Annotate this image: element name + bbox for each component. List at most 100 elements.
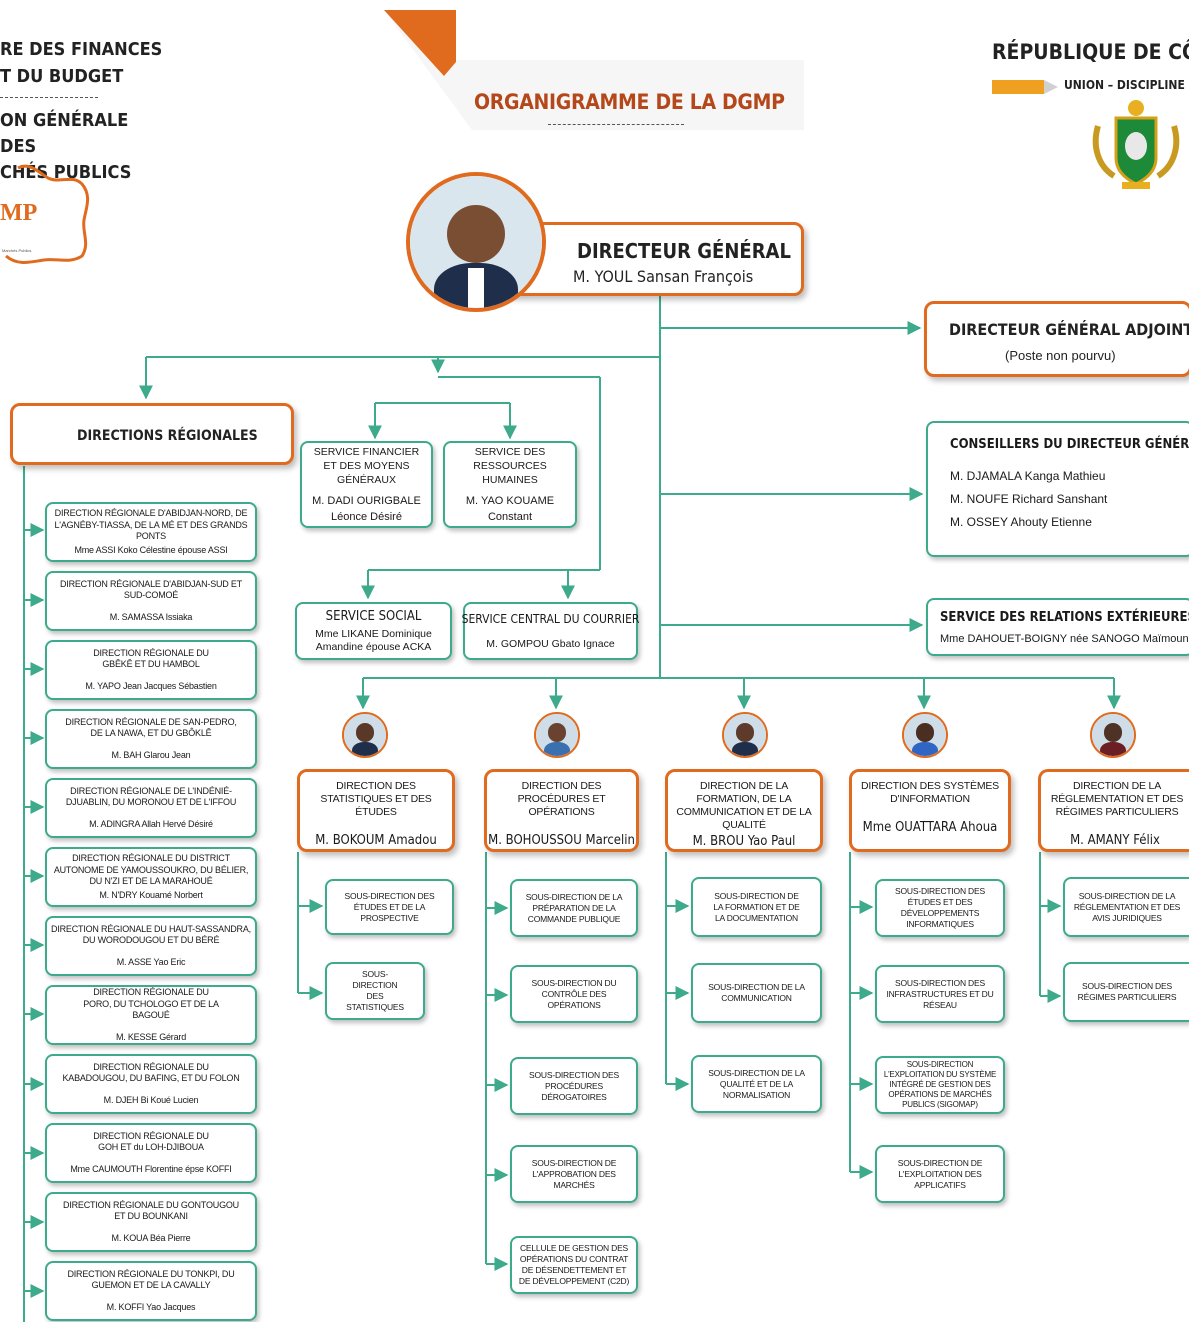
coat-of-arms-icon <box>1088 96 1184 194</box>
regional-director-name: M. YAPO Jean Jacques Sébastien <box>85 680 217 691</box>
sub-direction-4-2: SOUS-DIRECTION DES INFRASTRUCTURES ET DU… <box>875 965 1005 1023</box>
sub-direction-2-1: SOUS-DIRECTION DE LA PRÉPARATION DE LA C… <box>510 879 638 937</box>
direction-line-1: ON GÉNÉRALE DES <box>0 110 129 157</box>
regional-direction-title: DIRECTION RÉGIONALE DU GONTOUGOU ET DU B… <box>63 1199 239 1222</box>
dga-box: DIRECTEUR GÉNÉRAL ADJOINT (Poste non pou… <box>924 301 1189 377</box>
ministry-block: RE DES FINANCES T DU BUDGET <box>0 36 170 90</box>
sub-direction-2-5: CELLULE DE GESTION DES OPÉRATIONS DU CON… <box>510 1236 638 1294</box>
regional-direction-title: DIRECTION RÉGIONALE DU GOH ET du LOH-DJI… <box>93 1130 209 1153</box>
director-name: Mme OUATTARA Ahoua <box>862 820 998 835</box>
direction-box-5: DIRECTION DE LA RÉGLEMENTATION ET DES RÉ… <box>1038 769 1189 852</box>
sub-direction-label: SOUS-DIRECTION DE LA COMMUNICATION <box>708 982 805 1003</box>
sub-direction-1-1: SOUS-DIRECTION DES ÉTUDES ET DE LA PROSP… <box>325 879 454 935</box>
dg-photo <box>406 172 546 312</box>
regional-direction-title: DIRECTION RÉGIONALE DU PORO, DU TCHOLOGO… <box>83 987 219 1020</box>
service-financier-box: SERVICE FINANCIER ET DES MOYENS GÉNÉRAUX… <box>300 441 433 528</box>
director-photo-2 <box>534 712 580 758</box>
regional-direction-title: DIRECTION RÉGIONALE DU GBÊKÊ ET DU HAMBO… <box>93 647 209 670</box>
sub-direction-label: SOUS-DIRECTION DE LA PRÉPARATION DE LA C… <box>525 891 623 924</box>
director-name: M. AMANY Félix <box>1070 833 1160 848</box>
direction-box-2: DIRECTION DES PROCÉDURES ET OPÉRATIONS M… <box>484 769 639 852</box>
sub-direction-label: SOUS-DIRECTION DE L'APPROBATION DES MARC… <box>531 1157 617 1190</box>
sub-direction-label: SOUS-DIRECTION DES PROCÉDURES DÉROGATOIR… <box>529 1069 619 1102</box>
relations-name: Mme DAHOUET-BOIGNY née SANOGO Maïmounata <box>940 632 1189 645</box>
regional-direction-2: DIRECTION RÉGIONALE D'ABIDJAN-SUD ET SUD… <box>45 571 257 631</box>
ministry-divider <box>0 97 98 98</box>
conseiller-3: M. OSSEY Ahouty Etienne <box>950 515 1092 529</box>
regional-direction-title: DIRECTION RÉGIONALE DU TONKPI, DU GUEMON… <box>67 1268 235 1291</box>
photo-suit <box>911 741 939 756</box>
service-courrier-name: M. GOMPOU Gbato Ignace <box>486 638 615 650</box>
dgmp-logo: MP Marchés Publics <box>0 160 95 270</box>
photo-suit <box>351 741 379 756</box>
sub-direction-2-4: SOUS-DIRECTION DE L'APPROBATION DES MARC… <box>510 1145 638 1203</box>
direction-title: DIRECTION DES SYSTÈMES D'INFORMATION <box>861 780 999 805</box>
regional-director-name: Mme CAUMOUTH Florentine épse KOFFI <box>70 1163 232 1174</box>
relations-box: SERVICE DES RELATIONS EXTÉRIEURES Mme DA… <box>926 598 1189 656</box>
regional-direction-10: DIRECTION RÉGIONALE DU GOH ET du LOH-DJI… <box>45 1123 257 1183</box>
motto-bar <box>992 80 1044 94</box>
sub-direction-3-1: SOUS-DIRECTION DE LA FORMATION ET DE LA … <box>691 877 822 937</box>
ministry-line-2: T DU BUDGET <box>0 66 124 87</box>
photo-face <box>1103 723 1123 742</box>
regional-direction-8: DIRECTION RÉGIONALE DU PORO, DU TCHOLOGO… <box>45 985 257 1045</box>
photo-suit <box>543 741 571 756</box>
regional-director-name: Mme ASSI Koko Célestine épouse ASSI <box>74 544 228 555</box>
sub-direction-2-3: SOUS-DIRECTION DES PROCÉDURES DÉROGATOIR… <box>510 1057 638 1115</box>
sub-direction-label: CELLULE DE GESTION DES OPÉRATIONS DU CON… <box>518 1243 630 1286</box>
director-photo-3 <box>722 712 768 758</box>
director-photo-5 <box>1090 712 1136 758</box>
direction-title: DIRECTION DES STATISTIQUES ET DES ÉTUDES <box>320 780 432 818</box>
regionales-header-box: DIRECTIONS RÉGIONALES <box>10 403 294 465</box>
service-financier-name: M. DADI OURIGBALE Léonce Désiré <box>312 494 421 523</box>
motto-arrow-icon <box>1044 80 1058 94</box>
sub-direction-label: SOUS-DIRECTION DES RÉGIMES PARTICULIERS <box>1077 981 1177 1002</box>
director-photo-1 <box>342 712 388 758</box>
ministry-line-1: RE DES FINANCES <box>0 39 163 60</box>
regional-direction-3: DIRECTION RÉGIONALE DU GBÊKÊ ET DU HAMBO… <box>45 640 257 700</box>
direction-box-3: DIRECTION DE LA FORMATION, DE LA COMMUNI… <box>665 769 823 852</box>
sub-direction-2-2: SOUS-DIRECTION DU CONTRÔLE DES OPÉRATION… <box>510 965 638 1023</box>
regional-direction-title: DIRECTION RÉGIONALE DU KABADOUGOU, DU BA… <box>62 1061 240 1084</box>
dg-title: DIRECTEUR GÉNÉRAL <box>577 239 791 263</box>
direction-title: DIRECTION DE LA RÉGLEMENTATION ET DES RÉ… <box>1050 780 1184 818</box>
regional-direction-7: DIRECTION RÉGIONALE DU HAUT-SASSANDRA, D… <box>45 916 257 976</box>
dga-title: DIRECTEUR GÉNÉRAL ADJOINT <box>949 320 1189 339</box>
regional-direction-title: DIRECTION RÉGIONALE DU DISTRICT AUTONOME… <box>53 853 249 886</box>
service-courrier-title: SERVICE CENTRAL DU COURRIER <box>461 612 640 626</box>
coat-of-arms-drawing <box>1092 100 1180 189</box>
logo-small-text: Marchés Publics <box>2 248 32 253</box>
regional-direction-5: DIRECTION RÉGIONALE DE L'INDÉNIÉ-DJUABLI… <box>45 778 257 838</box>
regionales-title: DIRECTIONS RÉGIONALES <box>77 428 258 444</box>
page-title: ORGANIGRAMME DE LA DGMP <box>474 90 785 114</box>
republic-title: RÉPUBLIQUE DE CÔT <box>992 40 1189 64</box>
direction-title: DIRECTION DE LA FORMATION, DE LA COMMUNI… <box>676 780 812 831</box>
service-courrier-box: SERVICE CENTRAL DU COURRIER M. GOMPOU Gb… <box>461 602 640 660</box>
photo-suit <box>1099 741 1127 756</box>
regional-direction-title: DIRECTION RÉGIONALE D'ABIDJAN-SUD ET SUD… <box>59 578 243 601</box>
sub-direction-3-2: SOUS-DIRECTION DE LA COMMUNICATION <box>691 963 822 1023</box>
director-photo-4 <box>902 712 948 758</box>
direction-box-4: DIRECTION DES SYSTÈMES D'INFORMATION Mme… <box>849 769 1011 852</box>
sub-direction-label: SOUS-DIRECTION DES ÉTUDES ET DE LA PROSP… <box>344 890 435 923</box>
director-name: M. BOHOUSSOU Marcelin <box>488 833 635 848</box>
regional-director-name: M. SAMASSA Issiaka <box>109 611 193 622</box>
dg-photo-face <box>446 205 506 264</box>
sub-direction-label: SOUS-DIRECTION L'EXPLOITATION DU SYSTÈME… <box>883 1060 997 1109</box>
motto-text: UNION – DISCIPLINE - TR <box>1064 78 1189 92</box>
sub-direction-1-2: SOUS-DIRECTION DES STATISTIQUES <box>325 962 425 1020</box>
service-rh-name: M. YAO KOUAME Constant <box>465 494 555 523</box>
photo-face <box>355 723 375 742</box>
regional-director-name: M. KESSE Gérard <box>115 1031 187 1042</box>
title-banner-shape <box>384 10 804 130</box>
dg-photo-shirt <box>468 268 484 308</box>
regional-director-name: M. BAH Glarou Jean <box>111 749 191 760</box>
regional-direction-4: DIRECTION RÉGIONALE DE SAN-PEDRO, DE LA … <box>45 709 257 769</box>
regional-director-name: M. DJEH Bi Koué Lucien <box>103 1094 199 1105</box>
title-banner <box>384 10 804 130</box>
regional-direction-title: DIRECTION RÉGIONALE D'ABIDJAN-NORD, DE L… <box>54 508 248 541</box>
regional-director-name: M. KOUA Béa Pierre <box>111 1232 191 1243</box>
conseillers-box: CONSEILLERS DU DIRECTEUR GÉNÉRAL M. DJAM… <box>926 421 1189 557</box>
regional-director-name: M. KOFFI Yao Jacques <box>106 1301 196 1312</box>
